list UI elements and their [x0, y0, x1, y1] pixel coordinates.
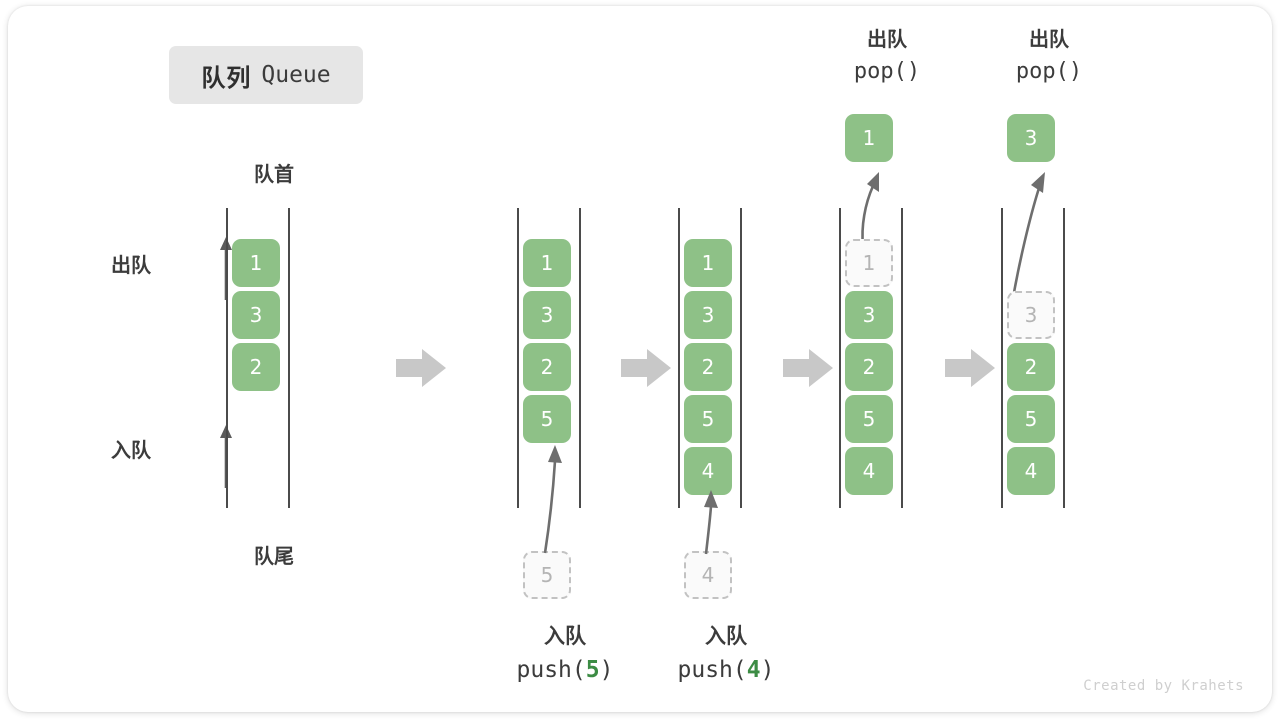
push-label-code: push(5) [516, 656, 614, 683]
queue-slot: 2 [845, 343, 893, 391]
title-badge: 队列 Queue [169, 46, 363, 104]
queue-slot: 3 [684, 291, 732, 339]
queue-rail-right [579, 208, 581, 508]
push-curve-arrow-icon [543, 445, 562, 554]
push-label: 入队 push(4) [614, 621, 838, 687]
queue-slot: 3 [845, 291, 893, 339]
queue-state-initial: 队首 队尾 出队 入队 1 3 2 [111, 6, 374, 712]
queue-rail-left [839, 208, 841, 508]
queue-slot: 1 [232, 239, 280, 287]
incoming-element: 5 [523, 551, 571, 599]
title-en: Queue [261, 62, 331, 88]
pop-curve-arrow-icon [1011, 172, 1045, 299]
queue-slot: 5 [1007, 395, 1055, 443]
step-arrow-icon [945, 349, 995, 387]
queue-slot: 5 [523, 395, 571, 443]
queue-slot: 2 [523, 343, 571, 391]
pop-label-code: pop() [1015, 59, 1083, 84]
credit-text: Created by Krahets [1083, 678, 1244, 694]
push-curve-arrow-icon [704, 490, 718, 555]
step-arrow-icon [396, 349, 446, 387]
queue-slot: 4 [1007, 447, 1055, 495]
step-arrow-icon [783, 349, 833, 387]
pop-label: 出队 pop() [949, 24, 1149, 89]
queue-rail-right [740, 208, 742, 508]
pop-label-cn: 出队 [1029, 27, 1069, 51]
pop-label: 出队 pop() [787, 24, 987, 89]
queue-rail-right [288, 208, 290, 508]
queue-rail-left [517, 208, 519, 508]
queue-state-push-4: 1 3 2 5 4 4 入队 push(4) [626, 6, 826, 712]
queue-state-pop-3: 出队 pop() 3 3 2 5 4 [949, 6, 1149, 712]
queue-rail-left [678, 208, 680, 508]
title-cn: 队列 [201, 63, 252, 92]
push-arg: 5 [585, 656, 600, 683]
queue-slot: 2 [1007, 343, 1055, 391]
diagram-stage: 队列 Queue 队首 队尾 出队 入队 1 3 2 1 3 2 5 [8, 6, 1272, 712]
queue-head-label: 队首 [254, 162, 294, 186]
push-label-code: push(4) [677, 656, 775, 683]
dequeue-direction-label: 出队 [111, 253, 151, 277]
queue-slot: 3 [232, 291, 280, 339]
queue-slot: 3 [523, 291, 571, 339]
queue-state-push-5: 1 3 2 5 5 入队 push(5) [465, 6, 665, 712]
pop-label-cn: 出队 [867, 27, 907, 51]
pop-label-code: pop() [853, 59, 921, 84]
queue-rail-right [1063, 208, 1065, 508]
enqueue-direction-label: 入队 [111, 438, 151, 462]
diagram-card: 队列 Queue 队首 队尾 出队 入队 1 3 2 1 3 2 5 [8, 6, 1272, 712]
queue-slot-ghost: 3 [1007, 291, 1055, 339]
queue-rail-right [901, 208, 903, 508]
push-label-cn: 入队 [544, 624, 586, 648]
queue-slot: 5 [684, 395, 732, 443]
queue-rail-left [226, 208, 228, 508]
queue-rail-left [1001, 208, 1003, 508]
step-arrow-icon [621, 349, 671, 387]
popped-element: 3 [1007, 114, 1055, 162]
queue-slot: 2 [232, 343, 280, 391]
queue-slot-ghost: 1 [845, 239, 893, 287]
queue-slot: 4 [684, 447, 732, 495]
push-label-cn: 入队 [705, 624, 747, 648]
incoming-element: 4 [684, 551, 732, 599]
queue-state-pop-1: 出队 pop() 1 1 3 2 5 4 [787, 6, 987, 712]
queue-slot: 1 [684, 239, 732, 287]
queue-slot: 5 [845, 395, 893, 443]
queue-slot: 1 [523, 239, 571, 287]
popped-element: 1 [845, 114, 893, 162]
queue-slot: 4 [845, 447, 893, 495]
push-label: 入队 push(5) [453, 621, 677, 687]
push-arg: 4 [746, 656, 761, 683]
queue-tail-label: 队尾 [254, 544, 294, 568]
queue-slot: 2 [684, 343, 732, 391]
